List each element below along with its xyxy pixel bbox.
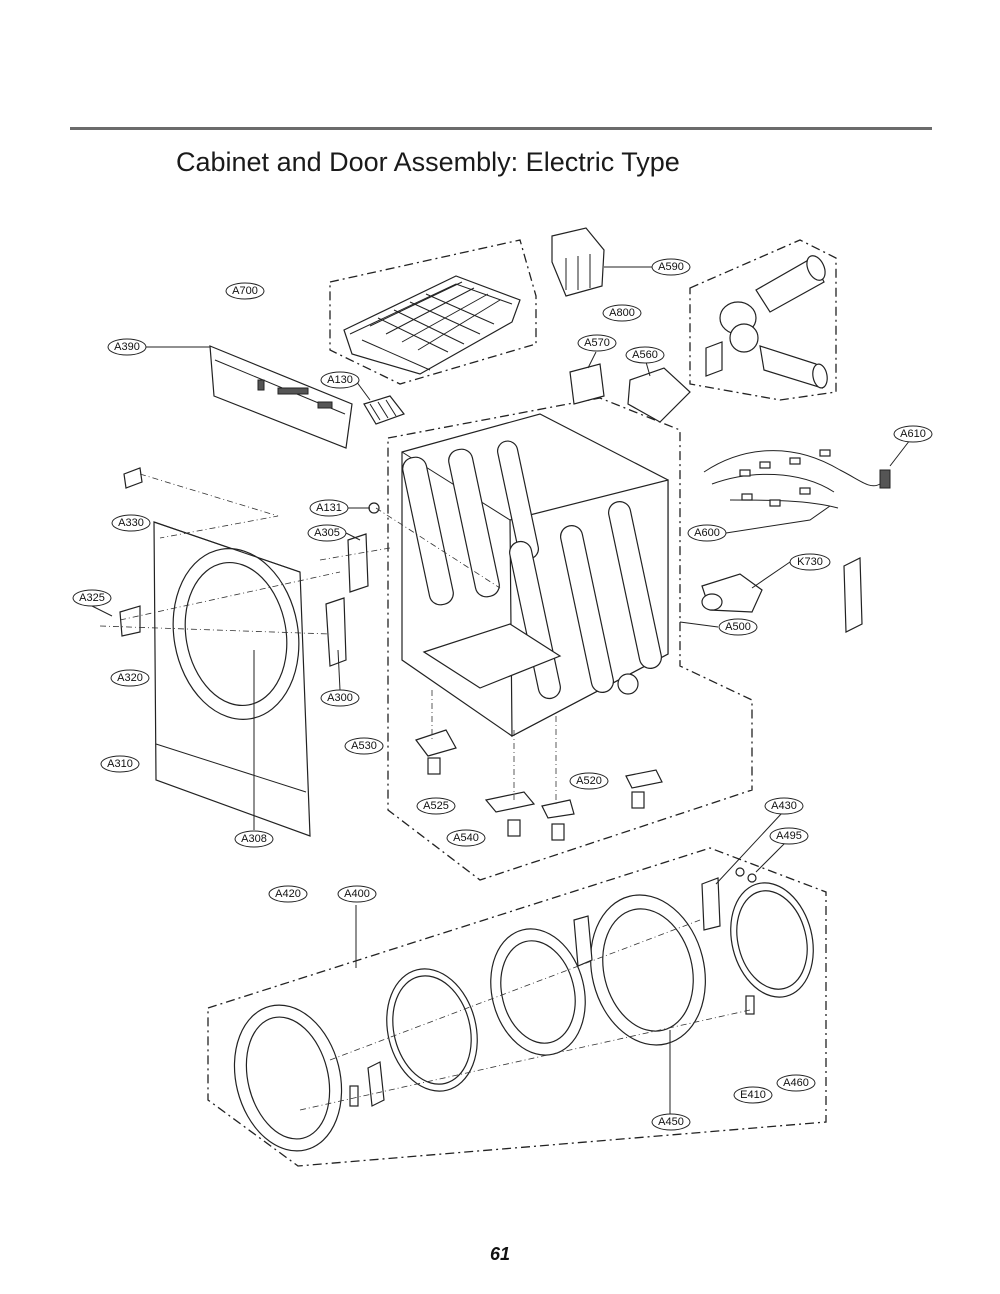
- callout-A700: A700: [225, 282, 265, 300]
- connector-block-part: [363, 395, 405, 425]
- svg-text:A450: A450: [658, 1116, 684, 1128]
- svg-text:A525: A525: [423, 800, 449, 812]
- leader-lines: [91, 266, 911, 1114]
- cabinet-body-part: [401, 413, 669, 737]
- feet-guide-lines: [431, 690, 557, 806]
- svg-text:A610: A610: [900, 428, 926, 440]
- duct-clip-part: [551, 227, 605, 297]
- svg-text:A500: A500: [725, 621, 751, 633]
- callout-A600: A600: [687, 524, 727, 542]
- callout-A530: A530: [344, 737, 384, 755]
- control-panel-part: [209, 345, 353, 449]
- callout-A325: A325: [72, 589, 112, 607]
- exhaust-duct-group-boundary: [689, 239, 837, 401]
- callout-A300: A300: [320, 689, 360, 707]
- leveling-feet-part: [415, 729, 663, 841]
- guide-lines: [99, 473, 501, 635]
- callout-A420: A420: [268, 885, 308, 903]
- callout-A460: A460: [776, 1074, 816, 1092]
- door-frame-part: [590, 894, 706, 1046]
- callout-A430: A430: [764, 797, 804, 815]
- svg-text:A800: A800: [609, 307, 635, 319]
- svg-text:A400: A400: [344, 888, 370, 900]
- callout-A131: A131: [309, 499, 349, 517]
- callout-E410: E410: [733, 1086, 773, 1104]
- lint-duct-part: [627, 367, 691, 423]
- door-gasket-part: [730, 882, 814, 998]
- svg-text:A131: A131: [316, 502, 342, 514]
- svg-text:A130: A130: [327, 374, 353, 386]
- callout-A540: A540: [446, 829, 486, 847]
- exhaust-duct-part: [705, 255, 828, 389]
- page-title: Cabinet and Door Assembly: Electric Type: [176, 147, 680, 177]
- svg-text:A420: A420: [275, 888, 301, 900]
- door-guide-lines: [299, 919, 751, 1111]
- svg-text:A600: A600: [694, 527, 720, 539]
- rear-panel-part: [843, 557, 863, 633]
- callout-K730: K730: [789, 553, 831, 571]
- callout-A560: A560: [625, 346, 665, 364]
- page-number: 61: [489, 1244, 511, 1264]
- wire-harness-part: [703, 449, 891, 509]
- hinge-bracket-part: [119, 467, 380, 667]
- door-hinge-part: [349, 867, 757, 1107]
- door-outer-part: [233, 1004, 343, 1152]
- callout-A400: A400: [337, 885, 377, 903]
- svg-text:A540: A540: [453, 832, 479, 844]
- sensor-bracket-part: [569, 363, 605, 405]
- svg-text:A570: A570: [584, 337, 610, 349]
- svg-text:A430: A430: [771, 800, 797, 812]
- svg-text:A310: A310: [107, 758, 133, 770]
- svg-text:A300: A300: [327, 692, 353, 704]
- svg-text:A325: A325: [79, 592, 105, 604]
- callout-A590: A590: [651, 258, 691, 276]
- drying-rack-group-boundary: [329, 239, 537, 385]
- callout-A800: A800: [602, 304, 642, 322]
- svg-text:A308: A308: [241, 833, 267, 845]
- callout-A450: A450: [651, 1113, 691, 1131]
- callout-A305: A305: [307, 524, 347, 542]
- callout-A570: A570: [577, 334, 617, 352]
- drying-rack-part: [343, 275, 521, 375]
- svg-text:A495: A495: [776, 830, 802, 842]
- callout-A130: A130: [320, 371, 360, 389]
- svg-text:A520: A520: [576, 775, 602, 787]
- header-rule: [70, 127, 932, 130]
- motor-part: [701, 573, 763, 613]
- door-group-boundary: [207, 847, 827, 1167]
- svg-text:A330: A330: [118, 517, 144, 529]
- door-inner-glass-part: [490, 928, 586, 1056]
- callout-A520: A520: [569, 772, 609, 790]
- cabinet-group-boundary: [387, 397, 753, 881]
- svg-text:A320: A320: [117, 672, 143, 684]
- svg-text:K730: K730: [797, 556, 823, 568]
- svg-text:A390: A390: [114, 341, 140, 353]
- callout-A495: A495: [769, 827, 809, 845]
- callout-A500: A500: [718, 618, 758, 636]
- svg-text:A530: A530: [351, 740, 377, 752]
- svg-text:A305: A305: [314, 527, 340, 539]
- callout-A390: A390: [107, 338, 147, 356]
- callout-A330: A330: [111, 514, 151, 532]
- svg-text:A590: A590: [658, 261, 684, 273]
- callout-A525: A525: [416, 797, 456, 815]
- callout-A310: A310: [100, 755, 140, 773]
- callout-A610: A610: [893, 425, 933, 443]
- svg-text:A460: A460: [783, 1077, 809, 1089]
- svg-text:A700: A700: [232, 285, 258, 297]
- svg-text:A560: A560: [632, 349, 658, 361]
- callout-A320: A320: [110, 669, 150, 687]
- svg-text:E410: E410: [740, 1089, 766, 1101]
- door-glass-part: [386, 968, 478, 1092]
- front-panel-part: [153, 521, 311, 837]
- callout-A308: A308: [234, 830, 274, 848]
